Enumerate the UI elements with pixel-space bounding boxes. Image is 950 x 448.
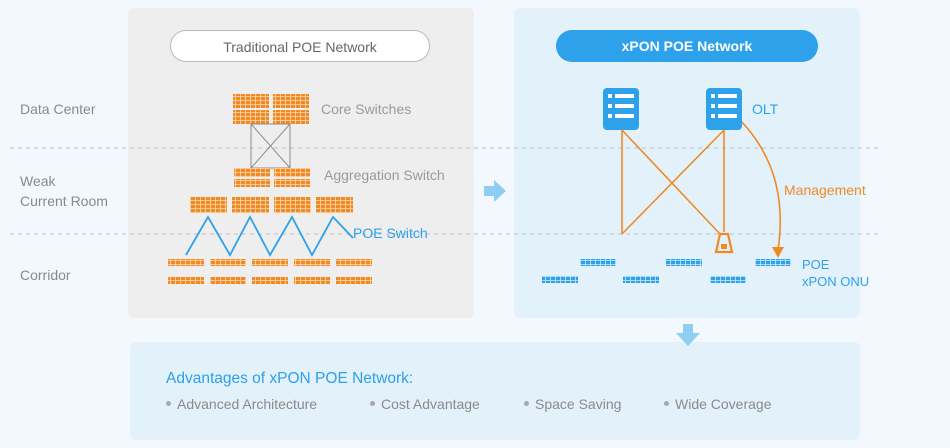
bullet-icon xyxy=(664,400,669,406)
server-icon xyxy=(603,88,639,130)
switch-icon xyxy=(232,197,269,213)
switch-icon xyxy=(273,94,309,108)
switch-icon xyxy=(210,259,246,266)
switch-icon xyxy=(168,277,204,284)
advantages-panel xyxy=(130,342,860,440)
switch-icon xyxy=(234,168,270,177)
advantages-title: Advantages of xPON POE Network: xyxy=(166,370,414,387)
zone-corridor: Corridor xyxy=(20,267,71,283)
switch-icon xyxy=(710,276,746,283)
xpon-title: xPON POE Network xyxy=(556,30,818,62)
bullet-icon xyxy=(370,400,375,406)
switch-icon xyxy=(294,259,330,266)
switch-icon xyxy=(210,277,246,284)
switch-icon xyxy=(336,277,372,284)
xpon-fiber-links xyxy=(621,129,725,235)
zone-data-center: Data Center xyxy=(20,101,96,117)
corridor-switches xyxy=(168,259,372,284)
switch-icon xyxy=(542,276,578,283)
bullet-icon xyxy=(166,400,171,406)
switch-icon xyxy=(336,259,372,266)
management-arrow-icon xyxy=(772,247,784,258)
zone-weak-current-room-line1: Weak xyxy=(20,173,56,189)
switch-icon xyxy=(580,259,616,266)
advantage-item: Advanced Architecture xyxy=(166,396,317,412)
arrow-icon xyxy=(676,324,700,346)
core-switches-label: Core Switches xyxy=(321,101,412,117)
advantage-item: Wide Coverage xyxy=(664,396,772,412)
switch-icon xyxy=(273,110,309,124)
switch-icon xyxy=(623,276,659,283)
switch-icon xyxy=(233,110,269,124)
xpon-onus xyxy=(542,259,791,283)
switch-icon xyxy=(252,259,288,266)
zone-weak-current-room-line2: Current Room xyxy=(20,193,108,209)
advantage-item: Cost Advantage xyxy=(370,396,480,412)
switch-icon xyxy=(666,259,702,266)
management-label: Management xyxy=(784,182,866,198)
switch-icon xyxy=(274,179,310,187)
switch-icon xyxy=(168,259,204,266)
switch-icon xyxy=(190,197,227,213)
advantages-list: Advanced Architecture Cost Advantage Spa… xyxy=(166,396,846,416)
switch-icon xyxy=(274,168,310,177)
aggregation-switch-label: Aggregation Switch xyxy=(324,167,445,183)
onu-label-line2: xPON ONU xyxy=(802,274,870,289)
switch-icon xyxy=(234,179,270,187)
bullet-icon xyxy=(524,400,529,406)
switch-icon xyxy=(233,94,269,108)
switch-icon xyxy=(252,277,288,284)
onu-label-line1: POE xyxy=(802,257,830,272)
core-aggregation-links xyxy=(250,123,291,169)
splitter-icon xyxy=(714,232,734,254)
server-icon xyxy=(706,88,742,130)
traditional-title: Traditional POE Network xyxy=(170,30,430,62)
poe-switch-links xyxy=(185,215,354,257)
switch-icon xyxy=(294,277,330,284)
switch-icon xyxy=(274,197,311,213)
olt-label: OLT xyxy=(752,101,779,117)
switch-icon xyxy=(755,259,791,266)
poe-switch-label: POE Switch xyxy=(353,225,428,241)
arrow-icon xyxy=(484,180,506,202)
switch-icon xyxy=(316,197,353,213)
management-link xyxy=(737,117,781,251)
advantage-item: Space Saving xyxy=(524,396,621,412)
